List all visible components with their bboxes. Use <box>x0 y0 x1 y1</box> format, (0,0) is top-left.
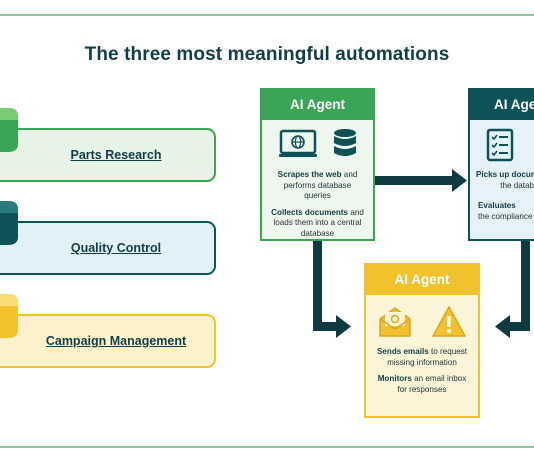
email-icon <box>379 307 411 337</box>
web-monitor-icon <box>278 129 317 157</box>
agent-card-text: Sends emails to request missing informat… <box>377 347 467 367</box>
menu-tab-green <box>0 108 18 152</box>
menu-card-label: Quality Control <box>70 241 162 255</box>
agent-card-scraper[interactable]: AI Agent Scrapes the web and performs da… <box>260 88 375 241</box>
database-icon <box>333 129 356 156</box>
checklist-icon <box>486 128 514 162</box>
warning-icon <box>432 306 466 337</box>
arrow-agent2-to-agent3 <box>508 322 530 331</box>
agent-card-header: AI Agent <box>366 265 478 295</box>
menu-tab-teal <box>0 201 18 245</box>
arrow-agent1-down <box>313 240 322 331</box>
agent-card-header: AI Agent <box>262 90 373 120</box>
agent-card-text: Collects documents and loads them into a… <box>271 207 364 238</box>
arrow-agent2-down <box>521 240 530 331</box>
menu-card-label: Parts Research <box>70 148 162 162</box>
menu-card-quality-control[interactable]: Quality Control <box>0 221 216 275</box>
menu-card-label: Campaign Management <box>45 334 187 348</box>
arrow-agent1-to-agent3 <box>313 322 338 331</box>
agent-card-communicator[interactable]: AI Agent Sends emails to request missing… <box>364 263 480 418</box>
agent-card-text: Scrapes the web and performs database qu… <box>277 170 358 200</box>
arrowhead-agent3-left <box>336 315 351 338</box>
page-title: The three most meaningful automations <box>84 44 450 65</box>
top-divider <box>0 14 534 16</box>
agent-card-text: the datab <box>500 180 534 190</box>
agent-card-text: Picks up docum <box>476 170 534 179</box>
agent-card-text: Monitors an email inbox for responses <box>377 374 467 394</box>
agent-card-evaluator[interactable]: AI Agen Picks up docum the datab Evaluat… <box>468 88 534 241</box>
menu-card-campaign-management[interactable]: Campaign Management <box>0 314 216 368</box>
agent-card-text: Evaluates <box>478 201 516 210</box>
agent-card-text: the compliance req <box>478 211 534 221</box>
arrowhead-agent3-right <box>495 315 510 338</box>
arrowhead-agent2 <box>452 169 467 192</box>
bottom-divider <box>0 446 534 448</box>
menu-card-parts-research[interactable]: Parts Research <box>0 128 216 182</box>
arrow-agent1-to-agent2 <box>374 176 454 185</box>
agent-card-header: AI Agen <box>470 90 534 120</box>
menu-tab-yellow <box>0 294 18 338</box>
